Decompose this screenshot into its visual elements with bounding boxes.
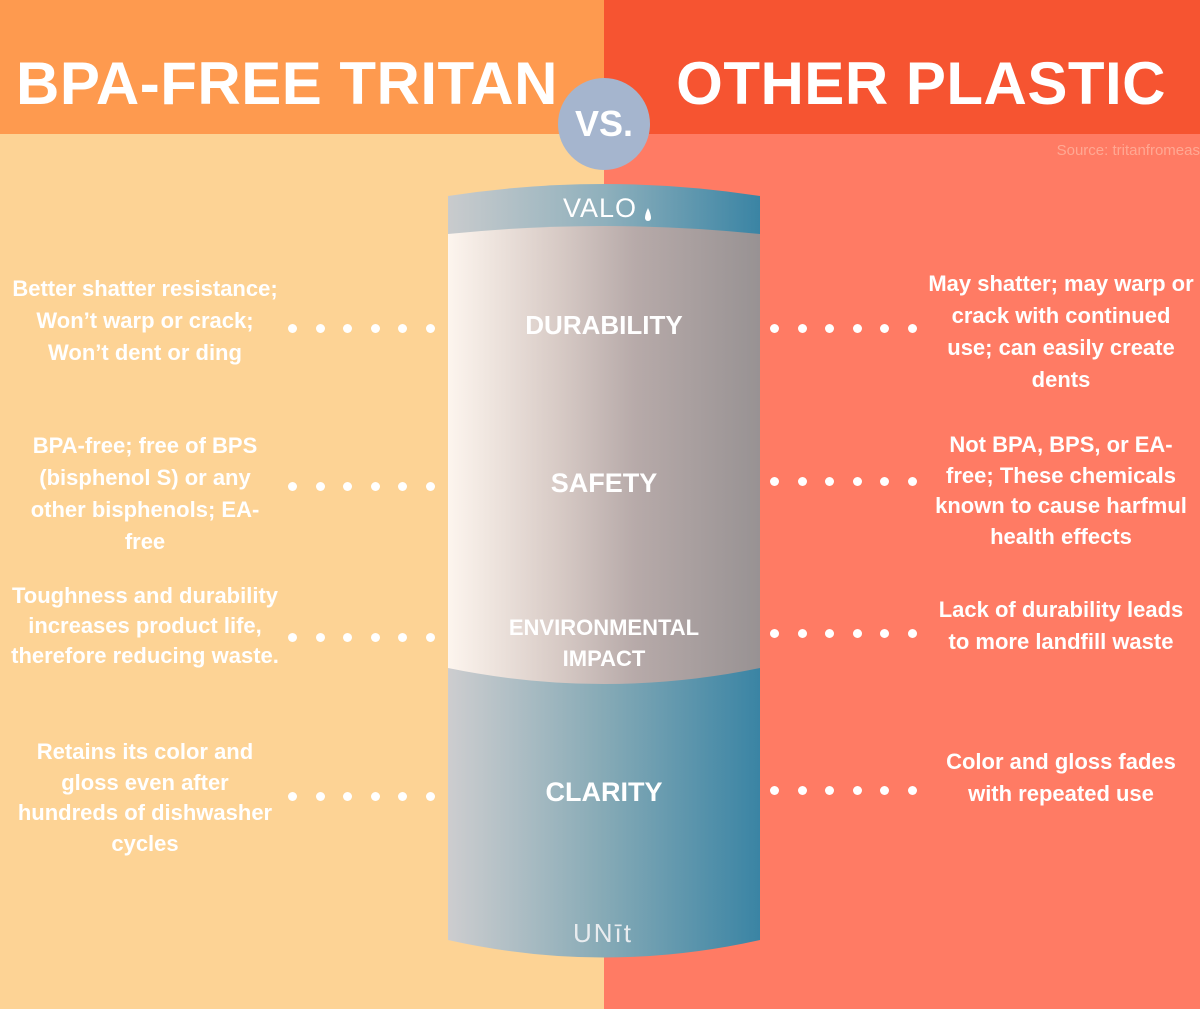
bottle-base [448, 650, 760, 958]
dotted-connector-left [288, 633, 435, 642]
vs-badge: VS. [558, 78, 650, 170]
bottle-body [448, 226, 760, 684]
water-drop-icon [645, 208, 651, 221]
category-environmental-line2: IMPACT [562, 646, 646, 671]
category-environmental-impact: ENVIRONMENTAL IMPACT [448, 612, 760, 674]
tritan-clarity-text: Retains its color and gloss even after h… [17, 739, 273, 856]
tritan-safety-text: BPA-free; free of BPS (bisphenol S) or a… [30, 433, 260, 554]
category-clarity: CLARITY [545, 777, 663, 807]
tritan-header [0, 0, 604, 134]
vs-label: VS. [574, 103, 634, 144]
other-safety-text: Not BPA, BPS, or EA-free; These chemical… [935, 432, 1187, 549]
other-durability-text: May shatter; may warp or crack with cont… [928, 271, 1194, 392]
bottle-illustration: VALO UNīt [448, 184, 760, 958]
tritan-durability-text: Better shatter resistance; Won’t warp or… [12, 276, 278, 365]
source-note: Source: tritanfromeas [1056, 142, 1200, 159]
category-environmental-line1: ENVIRONMENTAL [508, 615, 700, 640]
tritan-title: BPA-FREE TRITAN [16, 50, 558, 117]
dotted-connector-left [288, 482, 435, 491]
other-plastic-header [604, 0, 1200, 134]
dotted-connector-right [770, 786, 917, 795]
dotted-connector-right [770, 324, 917, 333]
other-environment-text: Lack of durability leads to more landfil… [938, 597, 1184, 654]
valo-logo: VALO [563, 193, 637, 223]
dotted-connector-right [770, 629, 917, 638]
other-plastic-title: OTHER PLASTIC [676, 50, 1166, 117]
category-safety: SAFETY [550, 468, 658, 498]
dotted-connector-left [288, 792, 435, 801]
category-durability: DURABILITY [525, 310, 683, 340]
dotted-connector-right [770, 477, 917, 486]
tritan-environment-text: Toughness and durability increases produ… [11, 583, 279, 668]
unit-logo: UNīt [573, 918, 633, 948]
dotted-connector-left [288, 324, 435, 333]
other-clarity-text: Color and gloss fades with repeated use [946, 749, 1176, 806]
